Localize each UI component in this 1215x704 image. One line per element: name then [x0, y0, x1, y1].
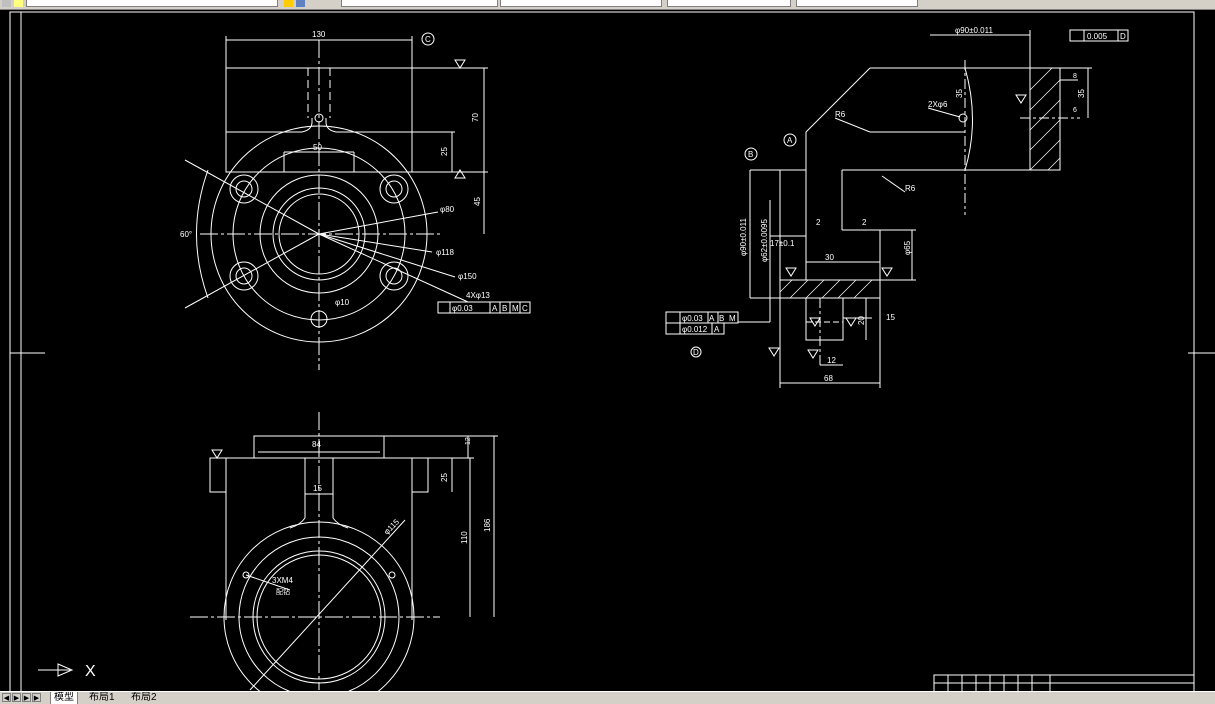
dim-30: 30 — [825, 253, 834, 262]
layer-icon[interactable] — [14, 0, 23, 7]
tab-layout1[interactable]: 布局1 — [89, 692, 115, 703]
dim-phi90-top: φ90±0.011 — [955, 26, 993, 35]
svg-text:6: 6 — [1073, 107, 1077, 114]
svg-text:12: 12 — [465, 437, 472, 445]
properties-toolbar — [0, 0, 1215, 10]
dim-110: 110 — [460, 531, 469, 544]
tab-layout2[interactable]: 布局2 — [131, 692, 157, 703]
layer-previous-icon[interactable] — [296, 0, 305, 7]
dim-45: 45 — [473, 197, 482, 206]
dim-4xphi13: 4Xφ13 — [466, 291, 490, 300]
layer-dropdown[interactable] — [26, 0, 278, 7]
dim-3xm4: 3XM4 — [272, 576, 293, 585]
datum-b: B — [748, 150, 753, 159]
dim-186: 186 — [483, 518, 492, 532]
svg-text:2: 2 — [816, 218, 821, 227]
prev-tab-icon[interactable]: ▶ — [12, 693, 21, 702]
datum-d: D — [693, 348, 699, 357]
fcf2-tol: φ0.012 — [682, 325, 708, 334]
plotstyle-dropdown[interactable] — [796, 0, 918, 7]
svg-text:B: B — [502, 304, 507, 313]
svg-text:A: A — [709, 314, 715, 323]
bottom-view: φ115 3XM4 配钻 84 15 186 110 25 12 — [190, 412, 498, 691]
dim-r6a: R6 — [835, 110, 846, 119]
drawing-frame — [9, 11, 1215, 691]
make-current-icon[interactable] — [284, 0, 293, 7]
dim-phi118: φ118 — [436, 248, 454, 257]
dim-84: 84 — [312, 440, 321, 449]
fcf1-tol: φ0.03 — [682, 314, 703, 323]
color-dropdown[interactable] — [341, 0, 498, 7]
dim-phi10: φ10 — [335, 298, 350, 307]
svg-text:12: 12 — [827, 356, 836, 365]
dim-phi150: φ150 — [458, 272, 477, 281]
svg-text:B: B — [719, 314, 724, 323]
svg-text:M: M — [512, 304, 519, 313]
dim-phi65: φ65 — [903, 240, 912, 255]
next-tab-icon[interactable]: ▶ — [22, 693, 31, 702]
svg-text:D: D — [1120, 32, 1126, 41]
dim-phi62: φ62±0.0095 — [760, 219, 769, 262]
datum-c: C — [425, 35, 431, 44]
svg-text:2: 2 — [862, 218, 867, 227]
svg-text:C: C — [522, 304, 528, 313]
svg-text:X: X — [85, 663, 96, 680]
perp-tol: 0.005 — [1087, 32, 1108, 41]
dim-50: 50 — [313, 143, 322, 152]
dim-phi90-left: φ90±0.011 — [739, 218, 748, 256]
dim-70: 70 — [471, 113, 480, 122]
drawing-canvas[interactable]: 130 C 70 25 50 45 60° — [0, 9, 1215, 691]
tab-model[interactable]: 模型 — [50, 692, 78, 704]
lineweight-dropdown[interactable] — [667, 0, 791, 7]
svg-text:A: A — [492, 304, 498, 313]
dim-2xphi6: 2Xφ6 — [928, 100, 948, 109]
svg-text:15: 15 — [886, 313, 895, 322]
layout-tab-bar: ◀ ▶ ▶ ▶ 模型 布局1 布局2 — [0, 691, 1215, 704]
first-tab-icon[interactable]: ◀ — [2, 693, 11, 702]
svg-text:A: A — [714, 325, 720, 334]
svg-text:8: 8 — [1073, 73, 1077, 80]
dim-68: 68 — [824, 374, 833, 383]
layer-state-icon[interactable] — [2, 0, 11, 7]
svg-text:35: 35 — [955, 89, 964, 98]
dim-17: 17±0.1 — [770, 239, 795, 248]
dim-25: 25 — [440, 147, 449, 156]
linetype-dropdown[interactable] — [500, 0, 662, 7]
section-view: 2Xφ6 φ90±0.011 0.005 D 8 35 6 35 R6 R6 A… — [665, 26, 1129, 388]
dim-phi80: φ80 — [440, 205, 455, 214]
dim-130: 130 — [312, 30, 326, 39]
dim-25b: 25 — [440, 473, 449, 482]
top-view-elevation: 130 C 70 25 50 45 — [225, 30, 488, 370]
dim-r6b: R6 — [905, 184, 916, 193]
last-tab-icon[interactable]: ▶ — [32, 693, 41, 702]
dim-15: 15 — [313, 484, 322, 493]
ucs-icon: X — [38, 663, 96, 680]
svg-text:M: M — [729, 314, 736, 323]
flange-plan-view: 60° φ80 φ118 φ150 4Xφ13 φ10 φ0.03 A B M … — [180, 125, 531, 343]
dim-60deg: 60° — [180, 230, 192, 239]
svg-text:20: 20 — [857, 316, 866, 325]
datum-a: A — [787, 136, 793, 145]
svg-text:35: 35 — [1077, 89, 1086, 98]
svg-text:配钻: 配钻 — [276, 587, 290, 596]
fcf-tol: φ0.03 — [452, 304, 473, 313]
